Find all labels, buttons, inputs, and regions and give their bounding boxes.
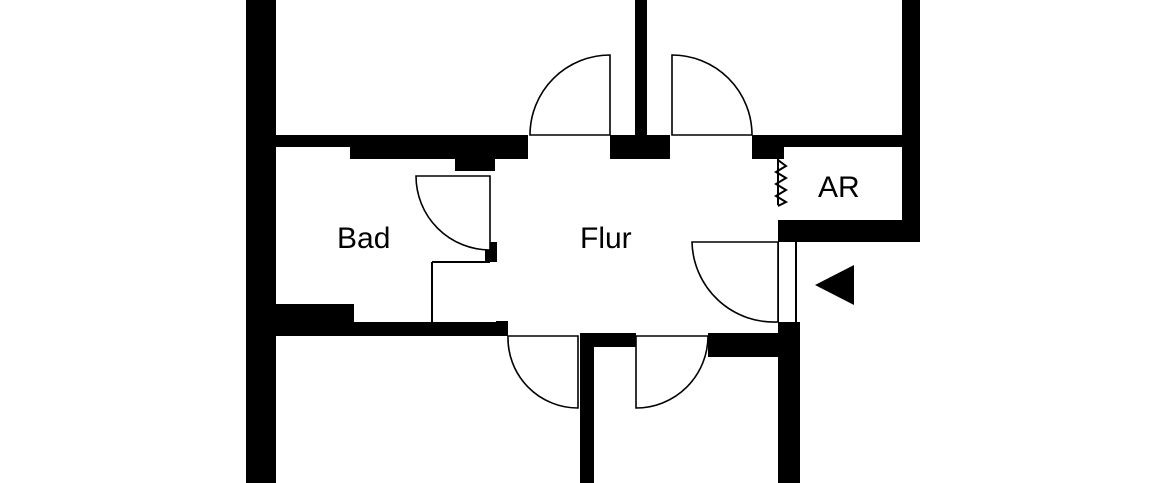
door-south-right [635,335,709,409]
door-south-left [507,335,579,409]
bad-door-jamb-top [455,159,495,171]
room-label-ar: AR [818,171,860,204]
bad-top-wall-left [276,135,528,147]
ar-door-jamb [752,147,784,159]
west-outer-wall [246,0,276,483]
door-entrance [691,241,779,323]
doors [415,54,779,409]
south-center-wall [580,335,594,483]
door-bad [415,175,491,251]
outer-walls [246,0,920,483]
door-north-right [671,54,753,136]
ar-top-wall [752,135,902,147]
entrance-arrow-icon [815,265,854,305]
interior-walls [276,0,902,357]
flur-bottom-wall-left [276,322,508,336]
north-east-outer-wall [902,0,920,242]
storage-bottom-wall [778,220,920,242]
north-center-partition [635,0,647,140]
bad-top-wall-thick [350,147,528,159]
flur-top-wall-center [610,135,670,159]
room-label-bad: Bad [337,222,390,255]
door-north-left [529,54,611,136]
flur-bottom-wall-right [708,333,778,357]
room-label-flur: Flur [580,222,632,255]
entrance-lower-wall [778,322,800,483]
flur-bottom-wall-mid [580,333,636,347]
ar-zigzag-door [774,159,789,207]
